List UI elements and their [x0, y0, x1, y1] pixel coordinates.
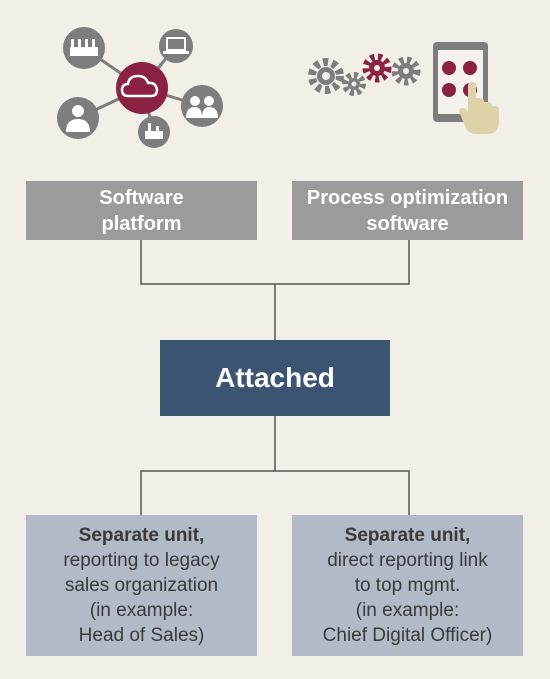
separate-unit-topmgmt-line5: Chief Digital Officer) [322, 625, 493, 646]
process-illustration [308, 42, 499, 134]
attached-label: Attached [215, 362, 335, 393]
laptop-icon [159, 29, 193, 63]
separate-unit-sales-line3: sales organization [64, 575, 219, 596]
plant-icon [138, 116, 170, 148]
separate-unit-sales-line5: Head of Sales) [78, 625, 205, 646]
process-optimization-box: Process optimization software [292, 181, 523, 240]
software-platform-box: Software platform [26, 181, 257, 240]
person-icon [57, 97, 99, 139]
bottom-connector [140, 416, 410, 515]
attached-box: Attached [160, 340, 390, 416]
separate-unit-sales-lead: Separate unit, [78, 525, 205, 546]
separate-unit-topmgmt-lead: Separate unit, [344, 525, 471, 546]
separate-unit-sales-box: Separate unit, reporting to legacy sales… [26, 515, 257, 656]
top-connector [140, 240, 410, 340]
process-optimization-line2: software [366, 212, 449, 235]
hand-pointer-icon [459, 82, 499, 134]
process-optimization-line1: Process optimization [306, 186, 509, 209]
separate-unit-topmgmt-box: Separate unit, direct reporting link to … [292, 515, 523, 656]
gears-icon [308, 53, 421, 96]
separate-unit-topmgmt-line2: direct reporting link [327, 550, 488, 571]
cloud-hub-icon [116, 62, 168, 114]
factory-icon [63, 27, 105, 69]
separate-unit-topmgmt-line4: (in example: [355, 600, 460, 621]
separate-unit-sales-line4: (in example: [89, 600, 194, 621]
group-icon [181, 85, 223, 127]
software-platform-line2: platform [101, 212, 182, 235]
platform-illustration [57, 27, 223, 148]
software-platform-line1: Software [99, 186, 184, 209]
separate-unit-topmgmt-line3: to top mgmt. [354, 575, 461, 596]
separate-unit-sales-line2: reporting to legacy [63, 550, 220, 571]
